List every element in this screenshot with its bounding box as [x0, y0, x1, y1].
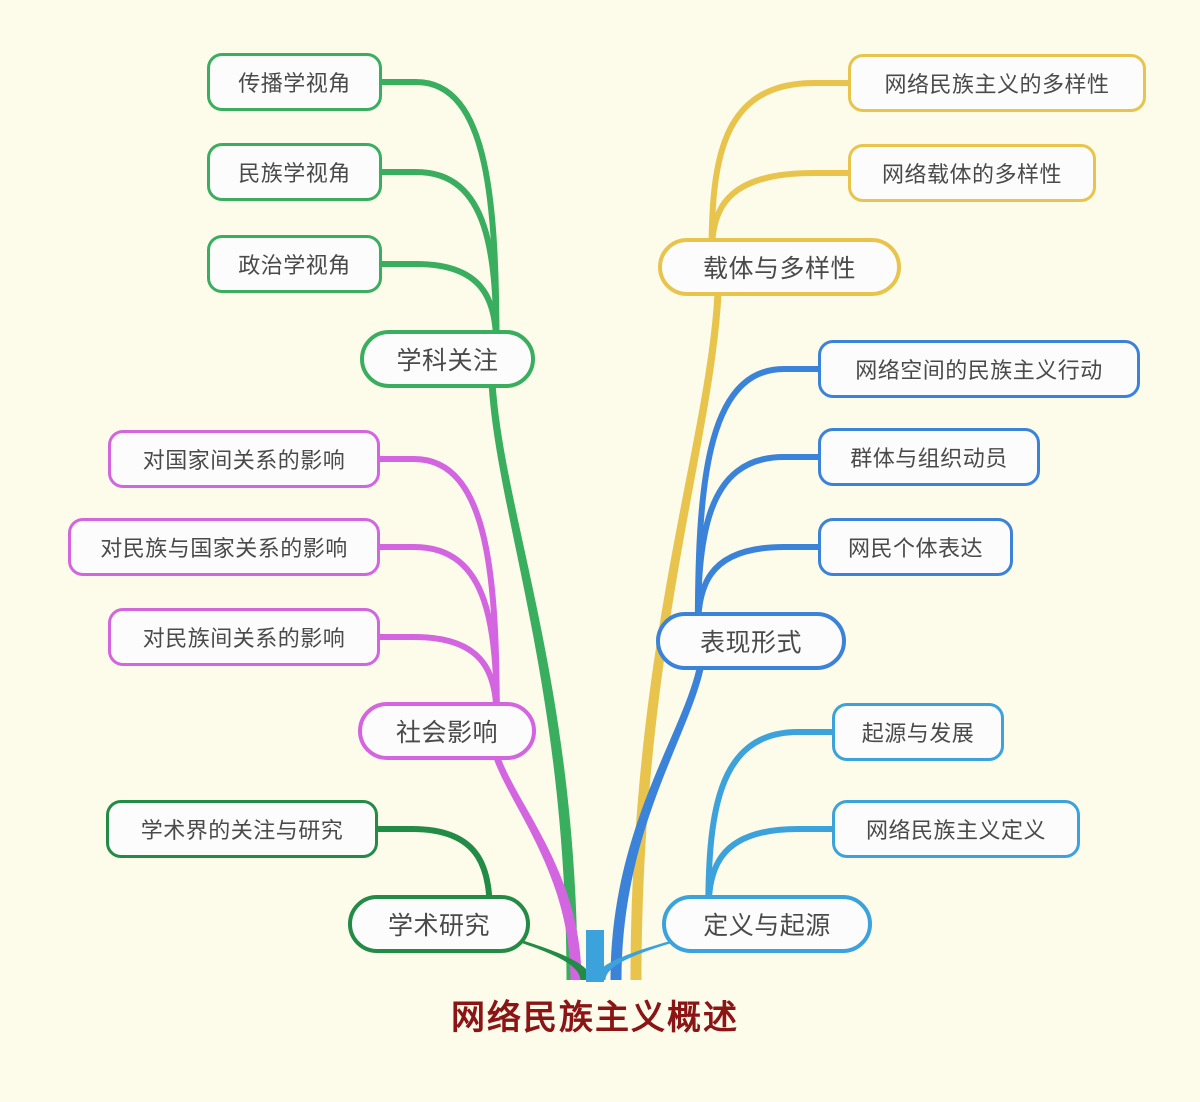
mindmap-trunk [487, 359, 578, 980]
leaf-node[interactable]: 学术界的关注与研究 [106, 800, 378, 858]
root-stem [586, 930, 604, 982]
leaf-node[interactable]: 传播学视角 [207, 53, 382, 111]
leaf-node[interactable]: 网络民族主义定义 [832, 800, 1080, 858]
branch-node[interactable]: 定义与起源 [662, 895, 872, 953]
mindmap-edge [705, 729, 835, 921]
leaf-node[interactable]: 网络民族主义的多样性 [848, 54, 1146, 112]
mindmap-edge [379, 169, 500, 356]
leaf-node[interactable]: 对国家间关系的影响 [108, 430, 380, 488]
leaf-node[interactable]: 民族学视角 [207, 143, 382, 201]
leaf-node[interactable]: 网民个体表达 [818, 518, 1013, 576]
leaf-node[interactable]: 网络载体的多样性 [848, 144, 1096, 202]
branch-node[interactable]: 表现形式 [656, 612, 846, 670]
leaf-node[interactable]: 起源与发展 [832, 703, 1004, 761]
mindmap-edge [377, 456, 500, 728]
leaf-node[interactable]: 政治学视角 [207, 235, 382, 293]
leaf-node[interactable]: 群体与组织动员 [818, 428, 1040, 486]
branch-node[interactable]: 社会影响 [358, 702, 536, 760]
mindmap-edge [379, 79, 500, 356]
root-title: 网络民族主义概述 [451, 1000, 739, 1037]
leaf-node[interactable]: 对民族与国家关系的影响 [68, 518, 380, 576]
branch-node[interactable]: 学术研究 [348, 895, 530, 953]
mindmap-edge [708, 80, 851, 264]
mindmap-edge [377, 544, 500, 728]
branch-node[interactable]: 载体与多样性 [658, 238, 901, 296]
leaf-node[interactable]: 对民族间关系的影响 [108, 608, 380, 666]
leaf-node[interactable]: 网络空间的民族主义行动 [818, 340, 1140, 398]
mindmap-edge [694, 366, 821, 638]
mindmap-edge [694, 454, 821, 638]
branch-node[interactable]: 学科关注 [360, 330, 535, 388]
